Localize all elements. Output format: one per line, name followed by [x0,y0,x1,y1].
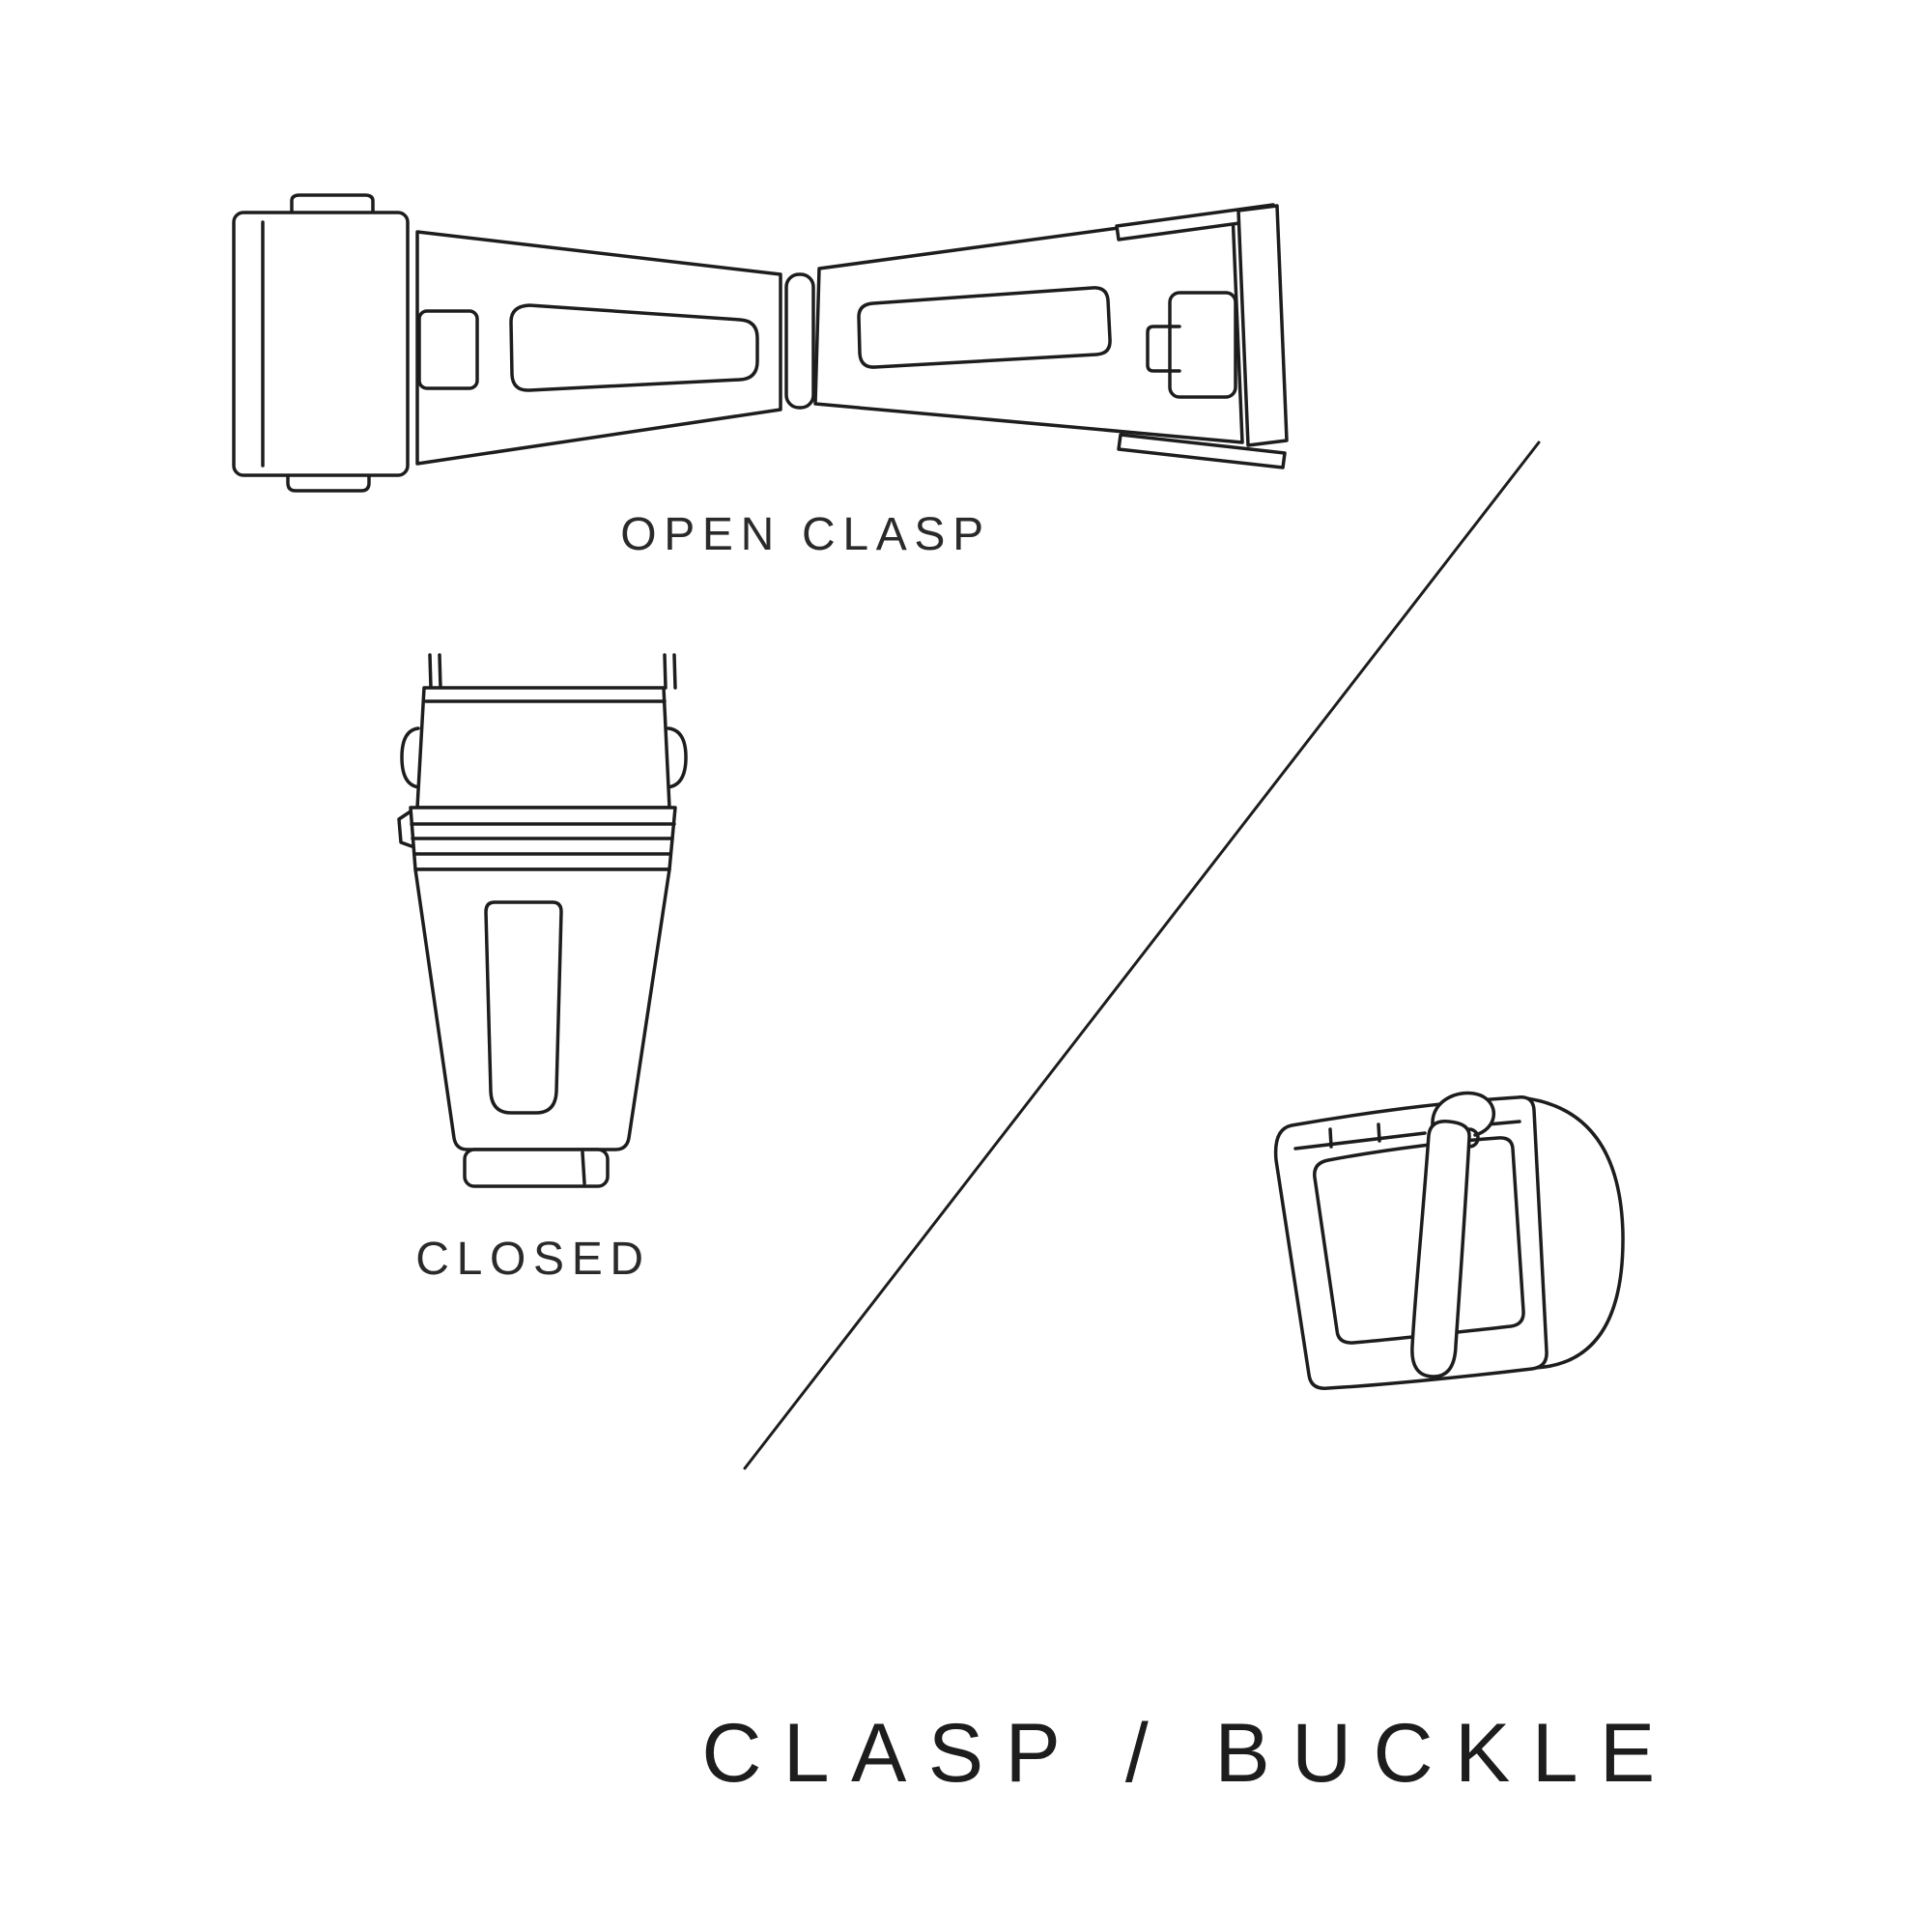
band-lines [410,822,676,856]
catch-step [1146,325,1181,373]
closed-clasp-illustration [397,653,688,1188]
divider-line [743,440,1541,1470]
page-title: CLASP / BUCKLE [701,1707,1677,1800]
end-link-body [232,211,410,477]
right-arm-catch [1168,291,1237,399]
closed-clasp-label: CLOSED [415,1234,651,1285]
clasp-body [413,867,671,1151]
buckle-side-thickness [1518,1095,1625,1370]
pin-buckle-figure [1236,1081,1632,1414]
open-clasp-label: OPEN CLASP [620,509,991,560]
right-ear [666,726,688,789]
left-ear [400,726,421,789]
open-clasp-figure [228,182,1295,500]
left-arm-cutout [509,303,759,392]
buckle-tongue [1410,1120,1471,1378]
foot-detail-line [581,1151,586,1185]
end-link-top-tab [290,193,375,214]
pin-bar-ticks [1328,1122,1381,1149]
band-left-tab [397,810,413,848]
end-link-bottom-tab [286,473,371,493]
clasp-hinge [784,272,815,410]
right-end-plate [1236,204,1289,447]
clasp-left-arm [415,230,782,466]
left-prong [428,653,442,690]
open-clasp-illustration [232,193,1289,493]
clasp-right-arm [813,211,1244,444]
pin-buckle-illustration [1273,1091,1625,1390]
divider-figure [739,437,1546,1475]
right-prong [663,653,677,690]
divider-stroke [743,440,1541,1470]
right-arm-cutout [857,286,1112,369]
clasp-cover [415,686,671,810]
clasp-foot [463,1148,610,1188]
body-slot [484,900,563,1115]
left-arm-notch [417,309,479,390]
closed-clasp-figure [385,649,704,1195]
pin-bar-left [1293,1131,1427,1151]
right-bottom-rail [1117,433,1287,469]
